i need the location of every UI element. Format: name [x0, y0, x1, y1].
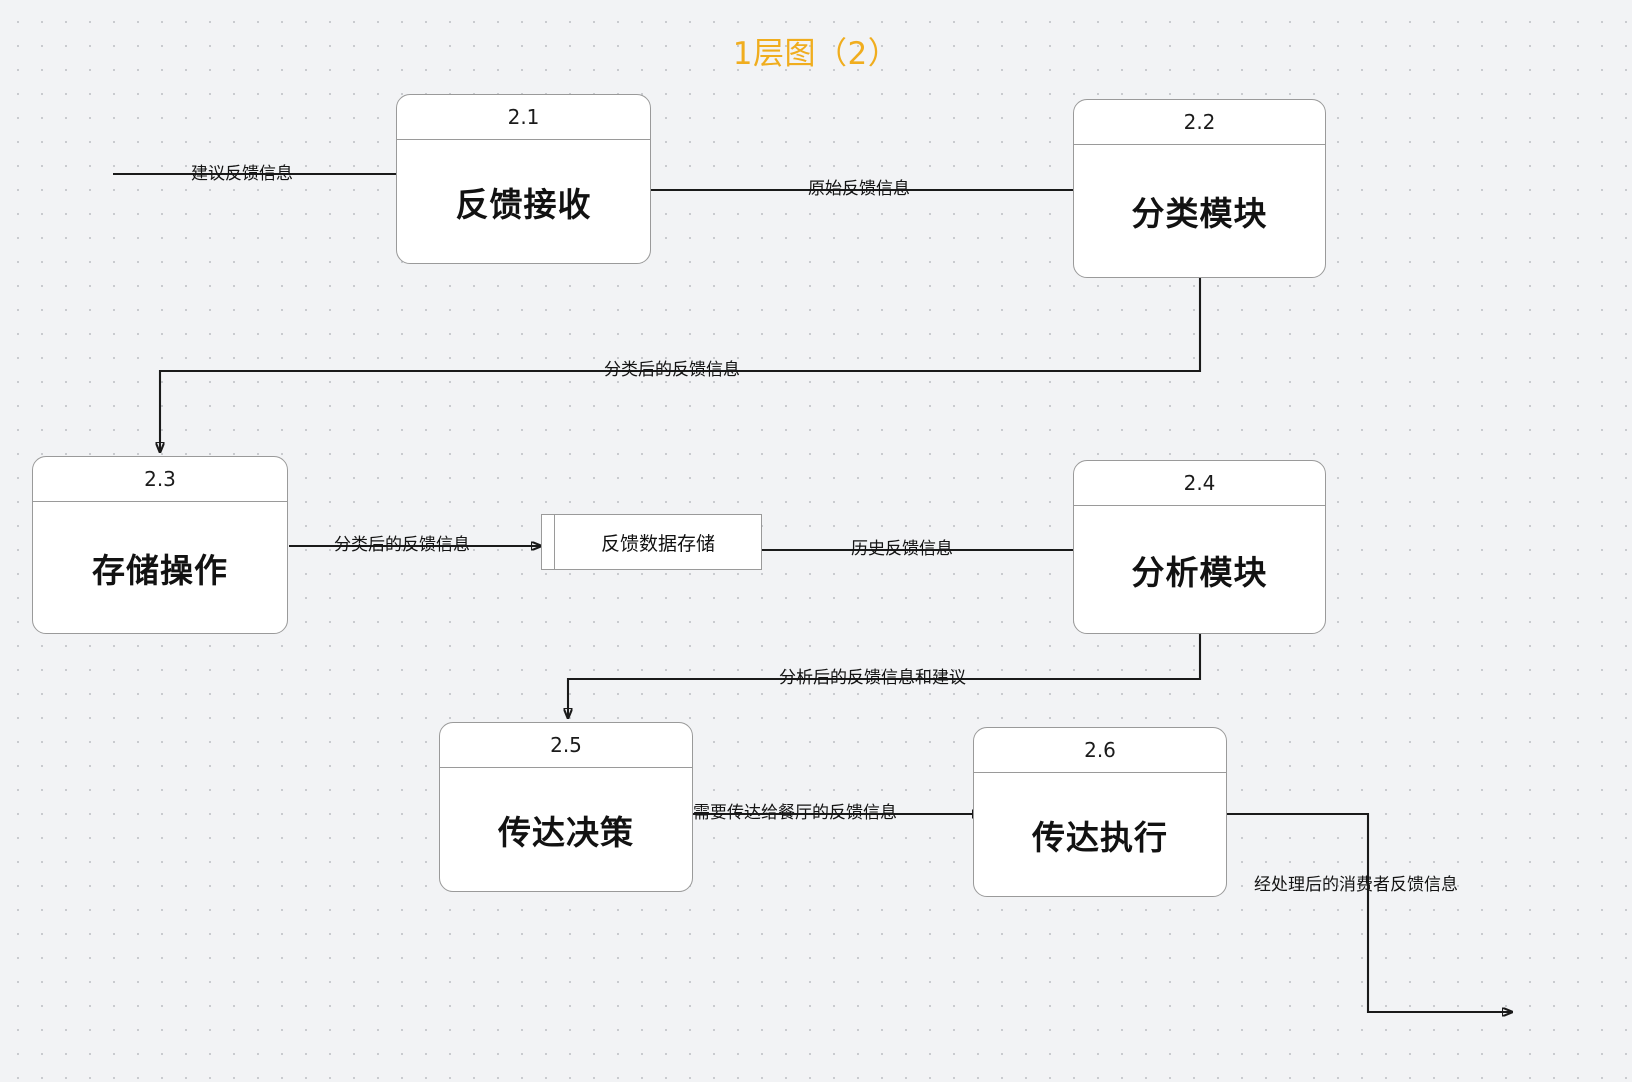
process-number: 2.6 [974, 728, 1226, 773]
flow-line-f8 [1227, 812, 1512, 1012]
process-2-3[interactable]: 2.3 存储操作 [32, 456, 288, 634]
process-number: 2.4 [1074, 461, 1325, 506]
process-number: 2.5 [440, 723, 692, 768]
flow-label-f1: 建议反馈信息 [191, 164, 293, 184]
flow-label-f3: 分类后的反馈信息 [604, 360, 740, 380]
process-name: 分析模块 [1131, 552, 1268, 592]
process-name: 传达决策 [498, 812, 634, 852]
process-2-5[interactable]: 2.5 传达决策 [439, 722, 693, 892]
process-number: 2.1 [397, 95, 650, 140]
process-name: 分类模块 [1131, 194, 1268, 233]
process-number: 2.2 [1074, 100, 1325, 145]
process-name: 反馈接收 [455, 184, 592, 224]
flow-label-f6: 分析后的反馈信息和建议 [779, 668, 966, 688]
process-name: 传达执行 [1032, 817, 1168, 857]
flow-label-f8: 经处理后的消费者反馈信息 [1254, 875, 1458, 895]
data-store-label: 反馈数据存储 [600, 532, 715, 555]
process-number: 2.3 [33, 457, 287, 502]
process-2-2[interactable]: 2.2 分类模块 [1073, 99, 1326, 278]
process-name: 存储操作 [92, 550, 228, 590]
flow-label-f2: 原始反馈信息 [808, 179, 910, 199]
process-2-1[interactable]: 2.1 反馈接收 [396, 94, 651, 264]
data-store-tab [542, 515, 555, 569]
flow-label-f4: 分类后的反馈信息 [334, 535, 470, 555]
flow-label-f7: 需要传达给餐厅的反馈信息 [693, 803, 897, 823]
flow-label-f5: 历史反馈信息 [851, 539, 953, 559]
process-2-6[interactable]: 2.6 传达执行 [973, 727, 1227, 897]
data-store-feedback[interactable]: 反馈数据存储 [541, 514, 762, 570]
process-2-4[interactable]: 2.4 分析模块 [1073, 460, 1326, 634]
page-title: 1层图（2） [732, 36, 900, 72]
